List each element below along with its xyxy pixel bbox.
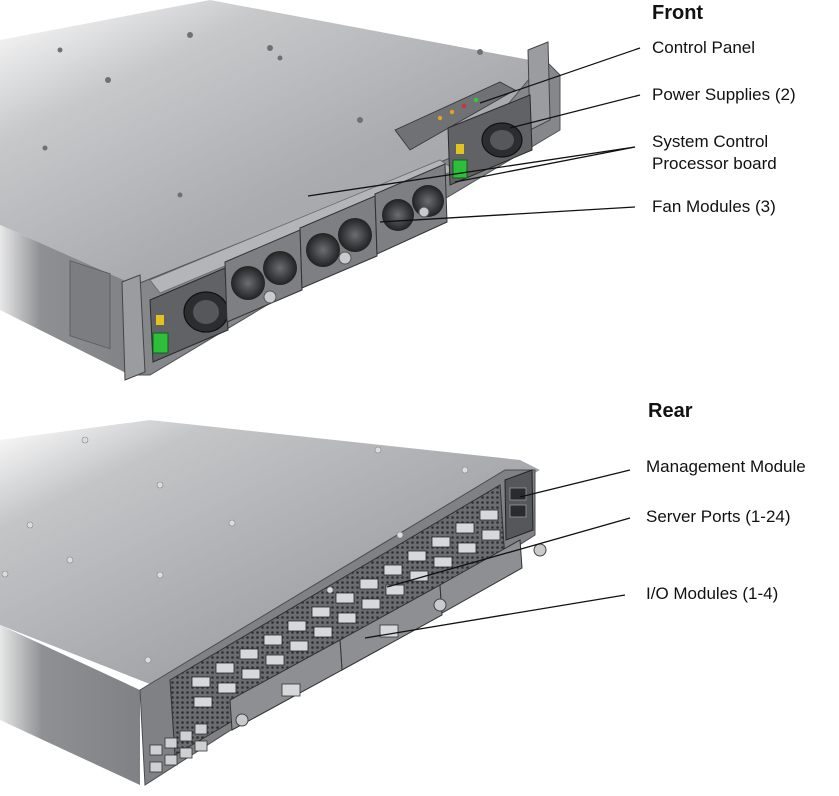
front-rack-ear-left <box>121 274 146 381</box>
rear-lower-ports <box>149 723 208 773</box>
rear-chassis-side <box>0 625 140 785</box>
io-module-array <box>229 539 547 731</box>
label-scp-board-line2: Processor board <box>652 154 777 173</box>
heading-rear: Rear <box>648 400 693 422</box>
fan-module-3 <box>374 163 448 255</box>
fan-module-1 <box>224 229 303 323</box>
label-io-modules: I/O Modules (1-4) <box>646 584 779 603</box>
heading-front: Front <box>652 2 704 24</box>
callout-line-power-supplies <box>509 94 641 129</box>
power-supply-left <box>149 267 229 363</box>
callout-lines <box>307 47 641 639</box>
callout-line-scp-board <box>307 146 636 197</box>
power-supply-right <box>447 94 533 186</box>
management-module-hardware <box>504 469 534 541</box>
front-side-plate <box>69 260 111 350</box>
rear-chassis-top <box>0 420 540 690</box>
control-panel-bay <box>394 81 516 151</box>
callout-line-control-panel <box>479 47 641 104</box>
label-fan-modules: Fan Modules (3) <box>652 197 776 216</box>
label-server-ports: Server Ports (1-24) <box>646 507 791 526</box>
server-port-array <box>191 509 501 708</box>
label-power-supplies: Power Supplies (2) <box>652 85 796 104</box>
fan-module-2 <box>299 195 378 289</box>
label-control-panel: Control Panel <box>652 38 756 57</box>
callout-line-scp-board-2 <box>454 146 636 183</box>
label-scp-board-line1: System Control <box>652 132 769 151</box>
callout-line-io-modules <box>364 594 626 639</box>
rear-chassis <box>0 420 547 786</box>
callout-line-management-module <box>519 469 631 498</box>
front-chassis <box>0 0 561 381</box>
callout-line-server-ports <box>386 517 631 588</box>
rear-top-screws <box>1 436 469 664</box>
label-management-module: Management Module <box>646 457 806 476</box>
front-chassis-top <box>0 0 560 285</box>
front-top-screws <box>42 32 483 198</box>
callout-line-fan-modules <box>379 206 636 223</box>
control-panel-leds <box>437 97 479 121</box>
